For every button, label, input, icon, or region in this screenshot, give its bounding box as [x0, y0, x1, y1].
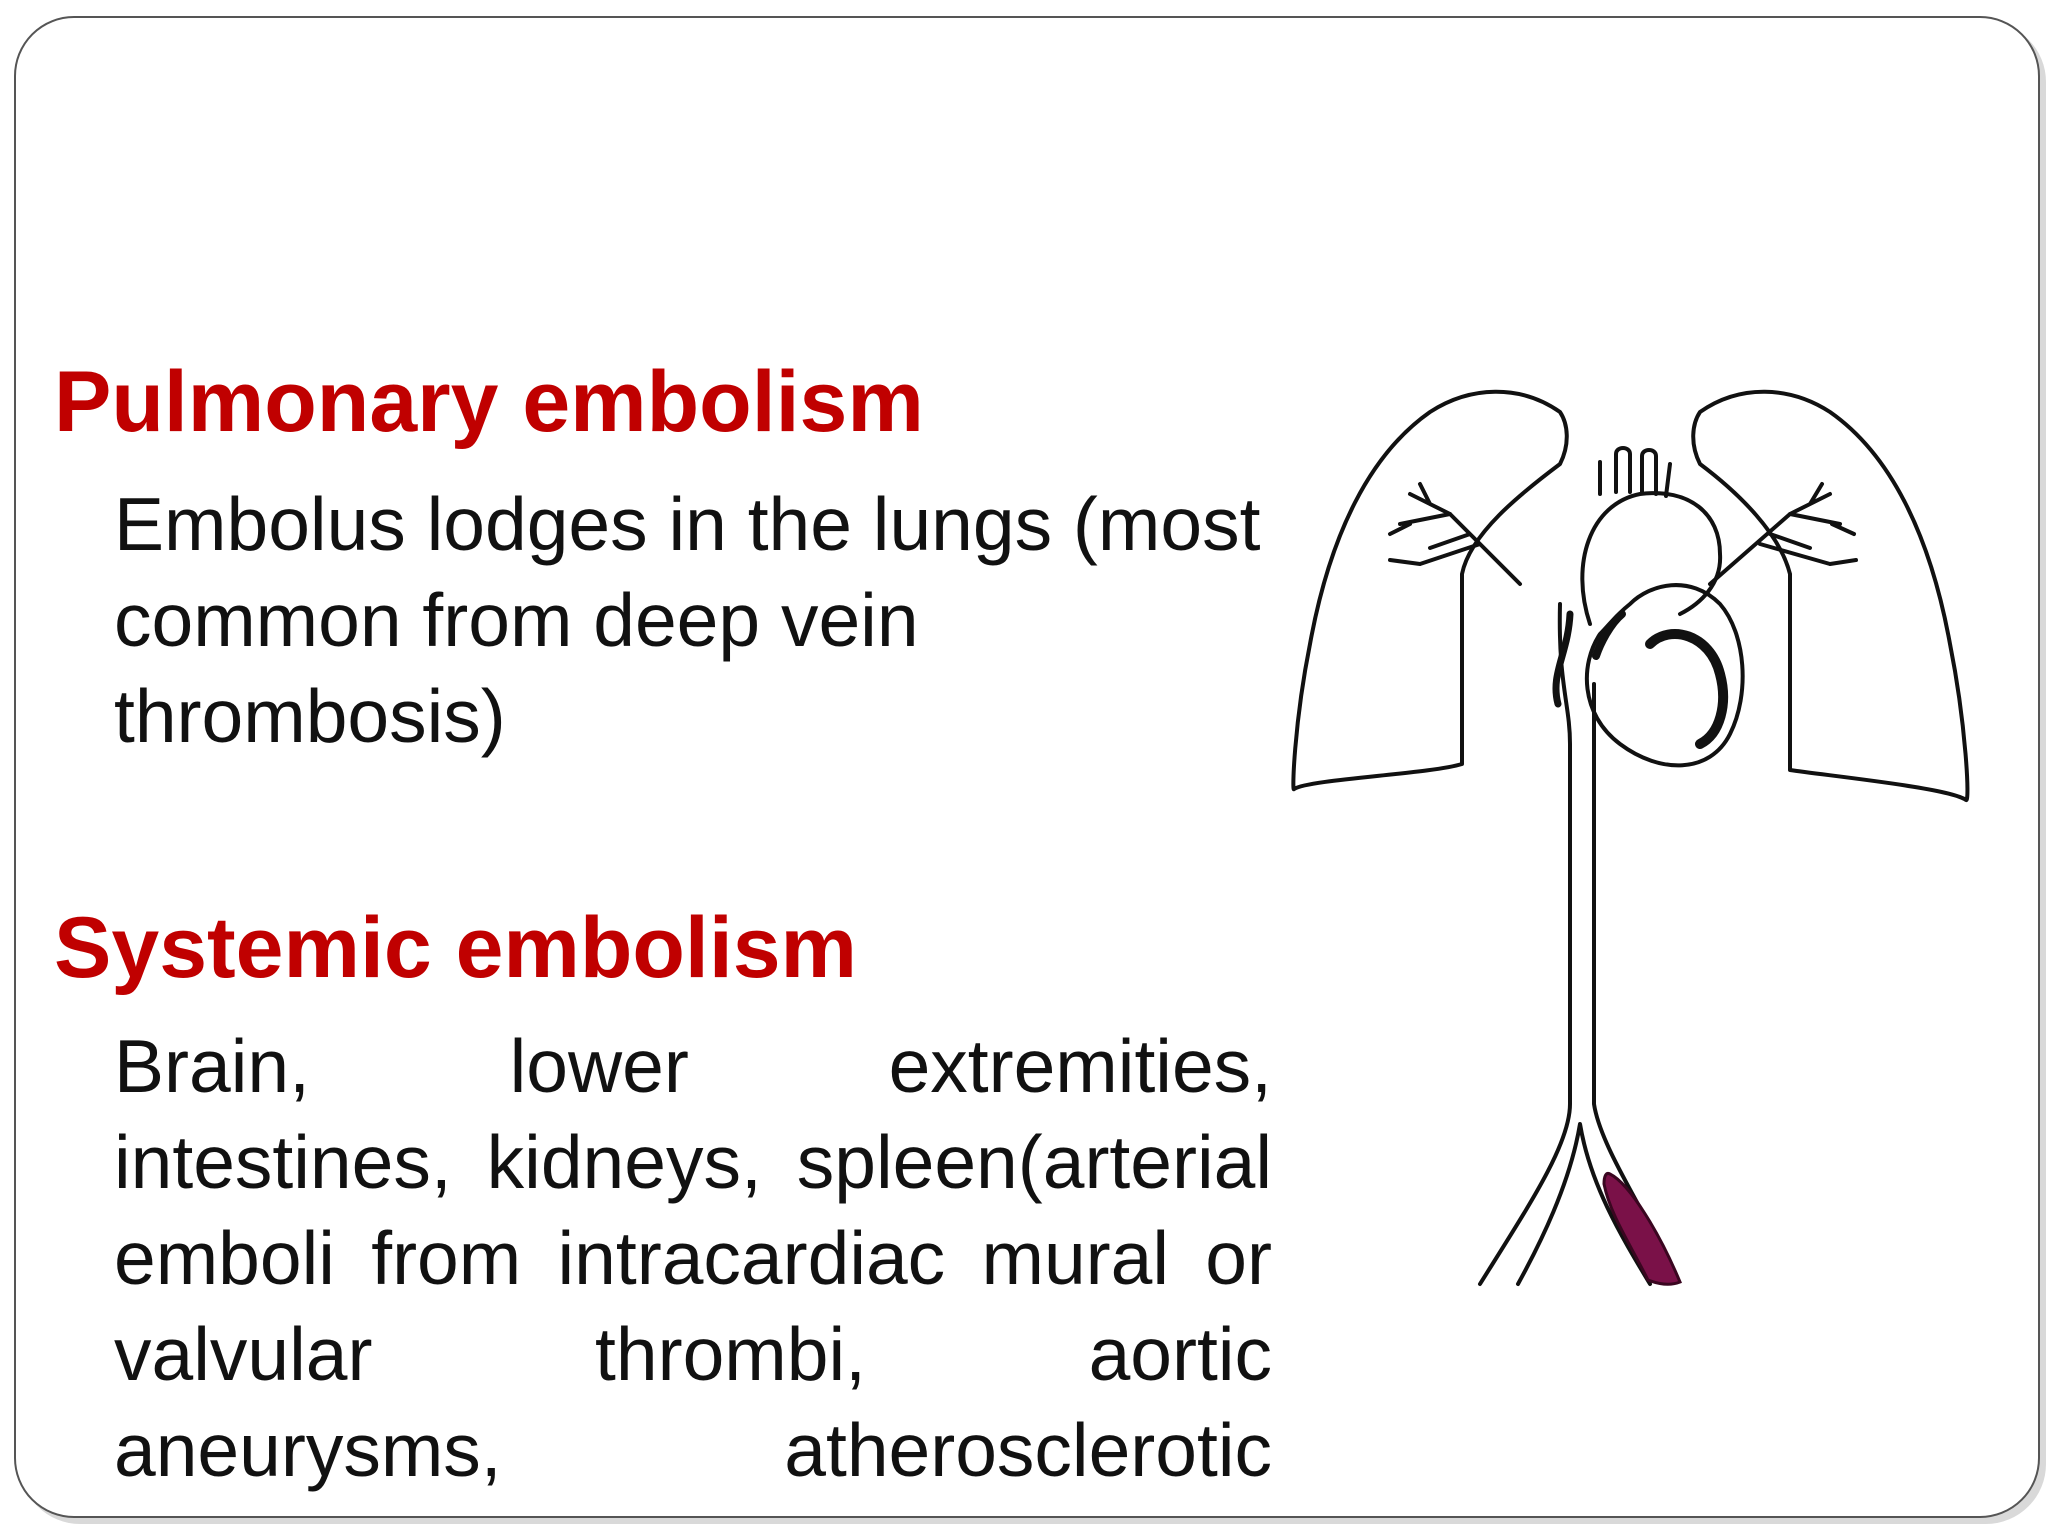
left-bronchi-icon	[1388, 482, 1522, 586]
pulmonary-embolism-heading: Pulmonary embolism	[54, 354, 924, 450]
lungs-heart-aorta-illustration	[1291, 389, 1970, 1286]
slide: Pulmonary embolism Embolus lodges in the…	[14, 16, 2040, 1518]
iliac-bifurcation	[1516, 1122, 1652, 1286]
great-vessels-icon	[1598, 446, 1672, 498]
heart-outline	[1584, 583, 1745, 768]
left-lung-outline	[1291, 389, 1569, 792]
pulmonary-embolism-text: Embolus lodges in the lungs (most common…	[114, 482, 1261, 758]
descending-aorta-left-wall	[1478, 602, 1572, 1286]
aortic-arch	[1580, 491, 1723, 626]
right-lung-outline	[1691, 389, 1970, 803]
systemic-embolism-text: Brain, lower extremities, intestines, ki…	[114, 1024, 1272, 1516]
systemic-embolism-heading: Systemic embolism	[54, 900, 858, 996]
embolus-icon	[1602, 1172, 1682, 1286]
right-bronchi-icon	[1708, 482, 1858, 586]
